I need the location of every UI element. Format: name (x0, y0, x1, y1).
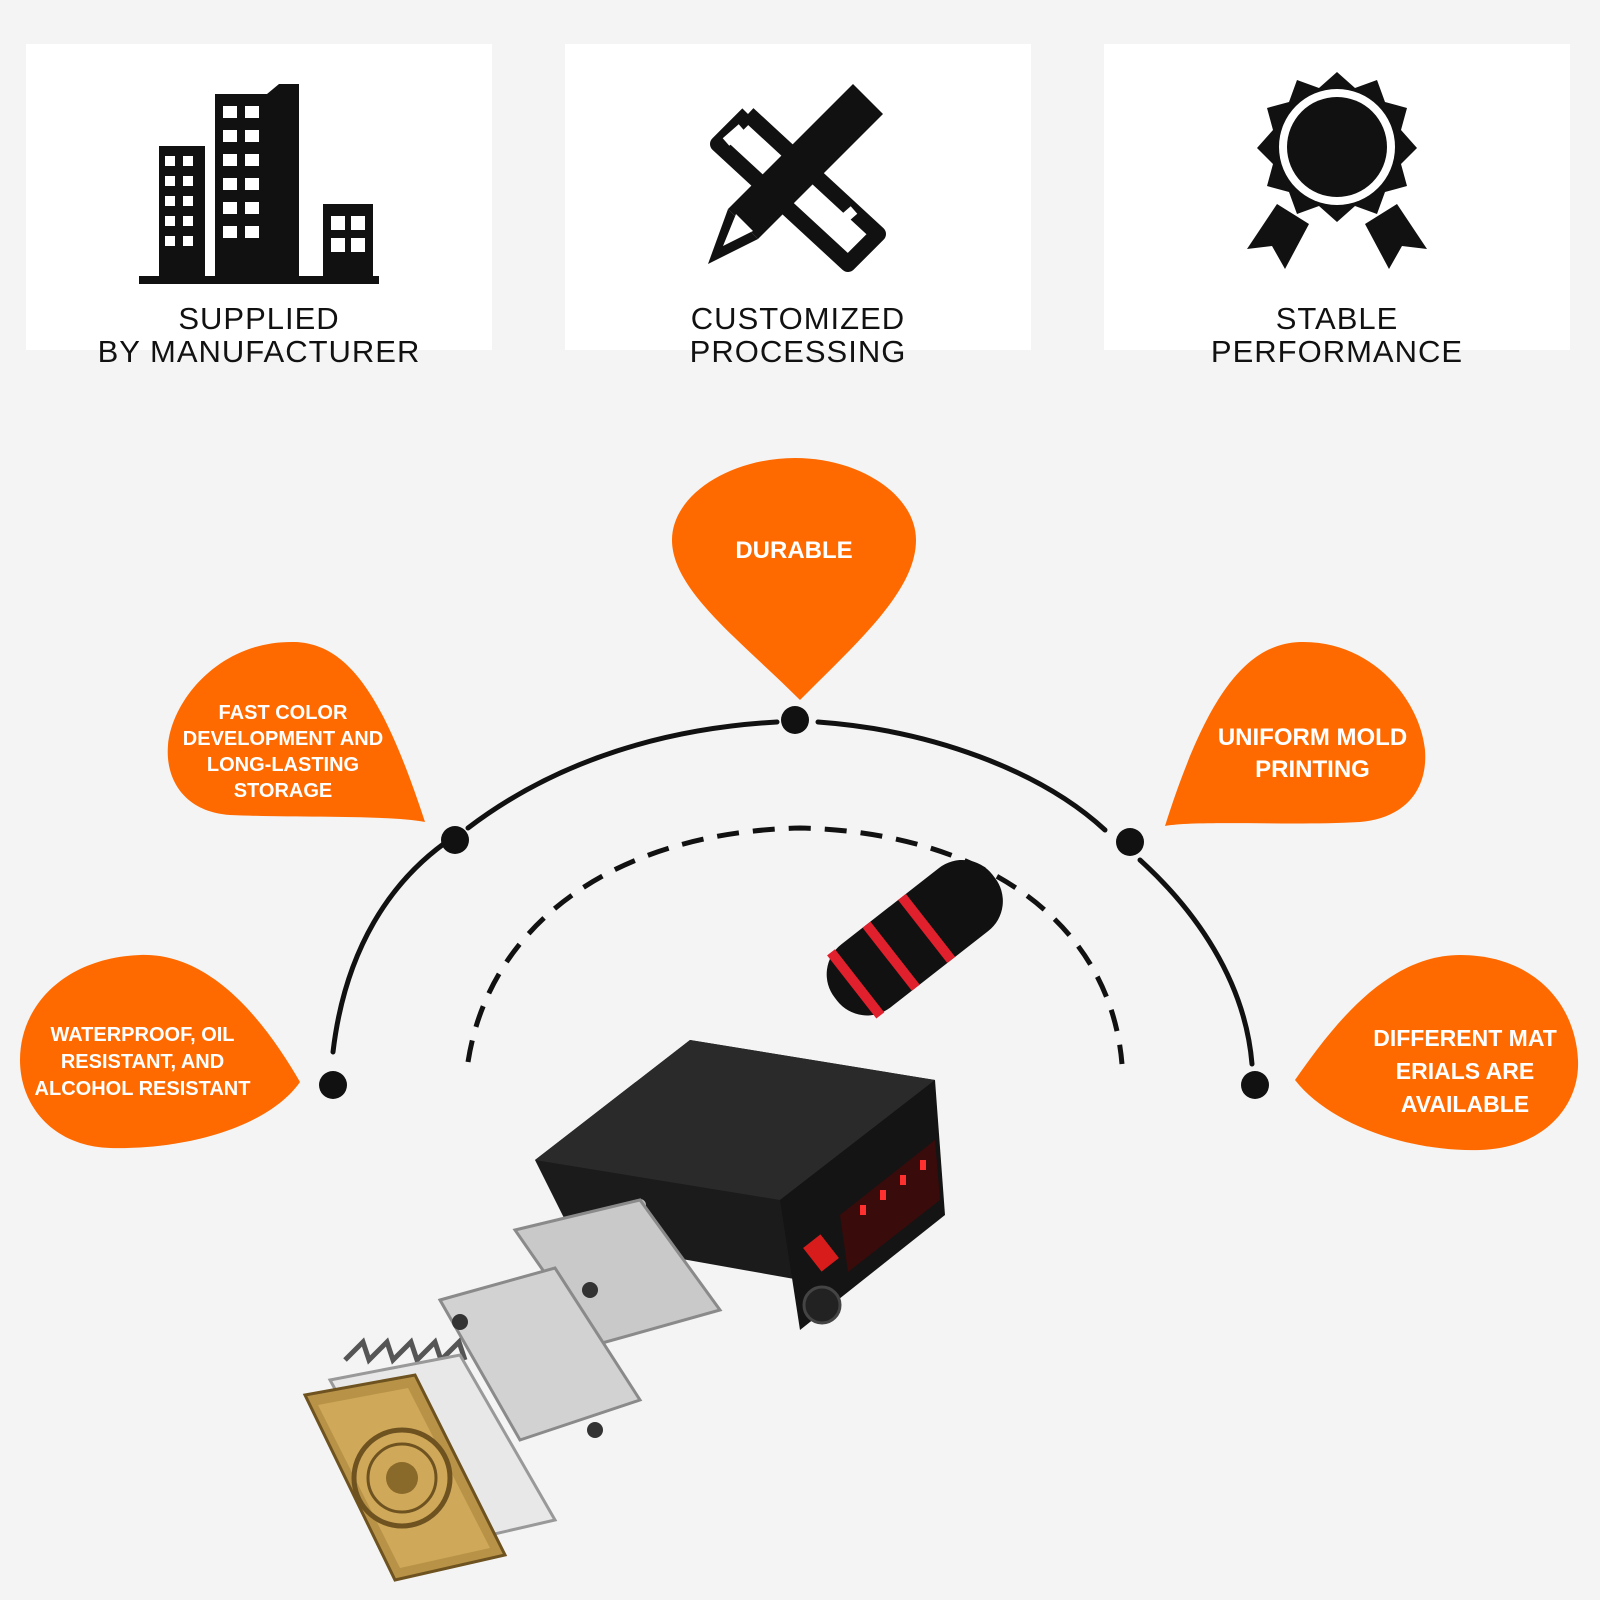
branding-iron-machine (302, 859, 1003, 1582)
feature-card-manufacturer: SUPPLIED BY MANUFACTURER (26, 44, 492, 368)
feature-line: PERFORMANCE (1210, 334, 1464, 369)
feature-line: PROCESSING (689, 334, 907, 369)
benefit-drop-upper-left (167, 641, 425, 822)
benefit-line: RESISTANT, AND (60, 1051, 225, 1073)
benefit-line: PRINTING (1255, 756, 1370, 783)
feature-label: SUPPLIED BY MANUFACTURER (26, 302, 492, 368)
benefit-line: DIFFERENT MAT (1373, 1025, 1557, 1051)
arc-dot (1116, 828, 1144, 856)
award-badge-icon (1104, 64, 1570, 294)
benefit-text-lower-left: WATERPROOF, OIL RESISTANT, AND ALCOHOL R… (20, 1022, 265, 1103)
benefit-line: DURABLE (735, 537, 853, 564)
benefit-line: WATERPROOF, OIL (50, 1024, 235, 1046)
benefit-text-upper-left: FAST COLOR DEVELOPMENT AND LONG-LASTING … (168, 700, 398, 804)
benefit-text-upper-right: UNIFORM MOLD PRINTING (1185, 722, 1440, 786)
feature-line: CUSTOMIZED (690, 301, 906, 336)
arc-dot (1241, 1071, 1269, 1099)
benefit-line: FAST COLOR (218, 702, 348, 724)
pencil-ruler-icon (565, 64, 1031, 294)
benefit-line: LONG-LASTING (206, 754, 360, 776)
benefit-line: ERIALS ARE (1395, 1058, 1535, 1084)
outer-arc (330, 719, 1255, 1067)
feature-line: SUPPLIED (178, 301, 340, 336)
buildings-icon (26, 64, 492, 294)
feature-card-customized: CUSTOMIZED PROCESSING (565, 44, 1031, 368)
benefit-line: UNIFORM MOLD (1217, 724, 1408, 751)
feature-line: BY MANUFACTURER (97, 334, 421, 369)
benefit-line: AVAILABLE (1400, 1091, 1530, 1117)
arc-dot (319, 1071, 347, 1099)
benefit-line: STORAGE (233, 780, 333, 802)
benefit-drop-top (672, 458, 916, 700)
arc-dot (781, 706, 809, 734)
benefit-line: DEVELOPMENT AND (182, 728, 384, 750)
arc-dot (441, 826, 469, 854)
benefit-drop-lower-right (1295, 955, 1579, 1151)
feature-card-stable: STABLE PERFORMANCE (1104, 44, 1570, 368)
feature-label: STABLE PERFORMANCE (1104, 302, 1570, 368)
benefit-text-lower-right: DIFFERENT MAT ERIALS ARE AVAILABLE (1345, 1022, 1585, 1121)
benefit-drop-lower-left (20, 954, 300, 1149)
benefit-line: ALCOHOL RESISTANT (34, 1078, 251, 1100)
benefit-text-top: DURABLE (672, 537, 916, 565)
inner-dashed-arc (465, 825, 1125, 1065)
benefit-drop-upper-right (1165, 641, 1426, 826)
feature-label: CUSTOMIZED PROCESSING (565, 302, 1031, 368)
feature-line: STABLE (1275, 301, 1399, 336)
